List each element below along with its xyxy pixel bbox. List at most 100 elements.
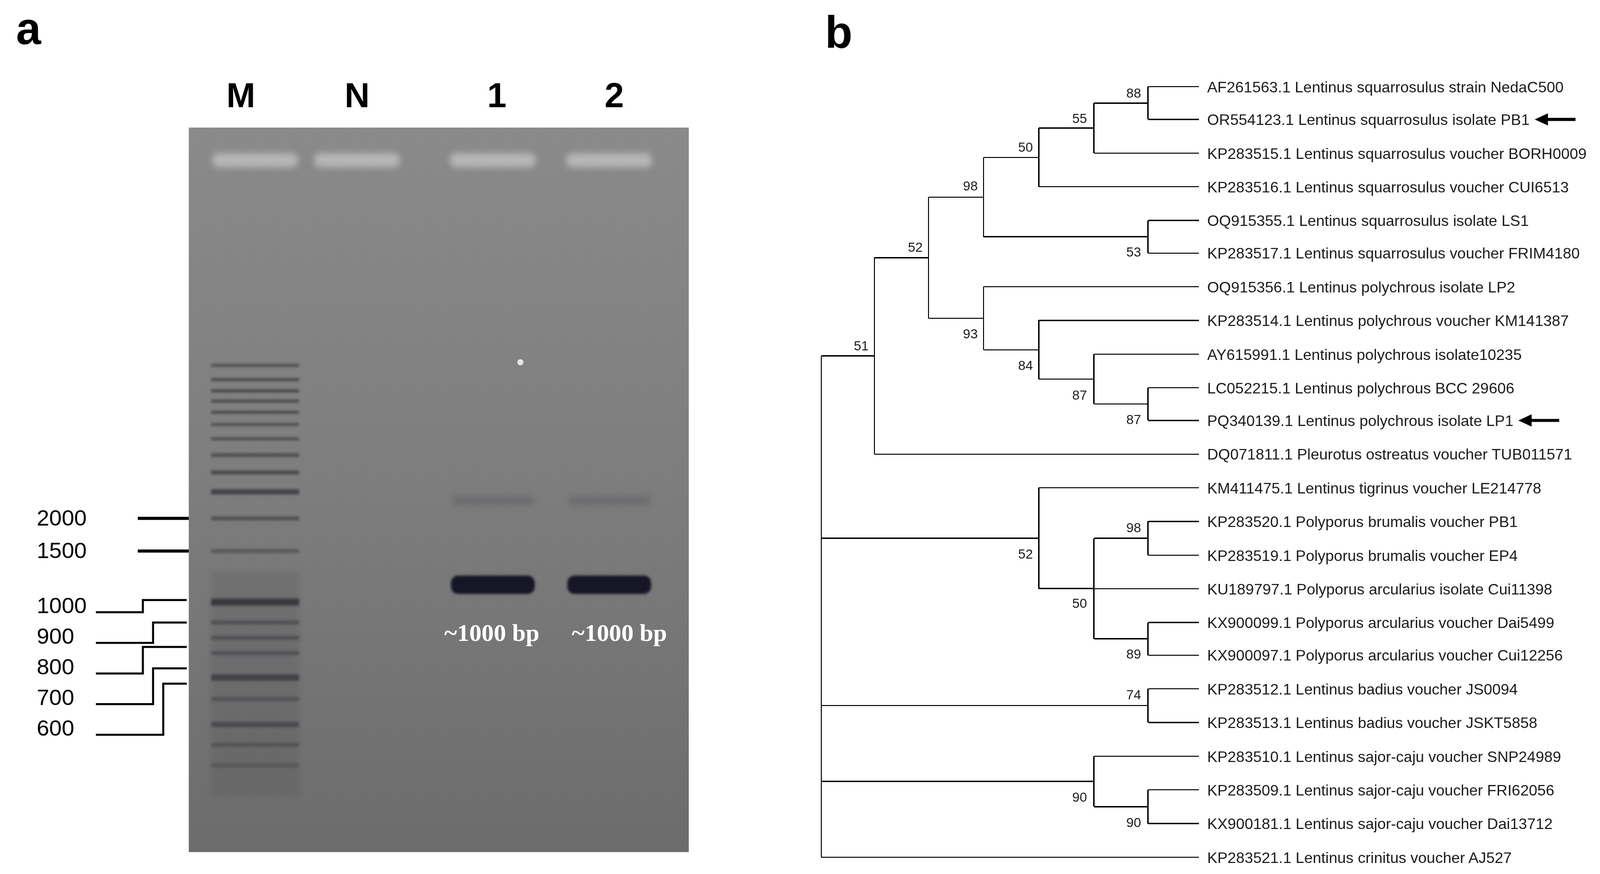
bootstrap-value: 50 (1072, 596, 1087, 610)
tree-branch (1094, 588, 1200, 590)
tree-branch (1148, 688, 1200, 690)
tree-branch (928, 196, 984, 198)
tree-node (820, 356, 822, 858)
tree-branch (1148, 520, 1200, 522)
tree-branch (1094, 637, 1149, 639)
size-marker: 700 (36, 686, 75, 710)
taxon-label: KP283509.1 Lentinus sajor-caju voucher F… (1207, 782, 1555, 798)
tree-branch (821, 355, 875, 357)
lane-label: M (226, 77, 256, 112)
tree-branch (928, 317, 984, 319)
size-marker: 1000 (36, 594, 87, 618)
marker-leader (95, 683, 187, 735)
ladder-band (211, 423, 299, 426)
pointer-arrow-head (1518, 414, 1532, 427)
marker-tick (137, 516, 190, 520)
gel-well (212, 153, 298, 168)
tree-branch (1148, 822, 1200, 824)
taxon-label: KP283517.1 Lentinus squarrosulus voucher… (1207, 245, 1580, 261)
tree-branch (821, 780, 1094, 782)
size-marker: 900 (36, 625, 75, 649)
gel-well (566, 153, 652, 168)
taxon-label: KP283516.1 Lentinus squarrosulus voucher… (1207, 179, 1569, 195)
tree-branch (1148, 621, 1200, 623)
bootstrap-value: 87 (1126, 412, 1142, 426)
tree-branch (1148, 419, 1200, 421)
bootstrap-value: 55 (1072, 111, 1087, 125)
band-size: ~1000 bp (444, 620, 540, 645)
marker-leader (95, 647, 187, 674)
taxon-label: KP283513.1 Lentinus badius voucher JSKT5… (1207, 714, 1538, 730)
taxon-label: OQ915356.1 Lentinus polychrous isolate L… (1207, 279, 1516, 295)
tree-branch (1038, 127, 1094, 129)
pointer-arrow-shaft (1544, 117, 1576, 121)
lane-label: 2 (604, 77, 624, 112)
ladder-band (211, 516, 299, 521)
bootstrap-value: 98 (1126, 520, 1142, 535)
tree-branch (1094, 755, 1200, 757)
marker-tick (137, 549, 190, 553)
tree-branch (1094, 403, 1149, 405)
tree-branch (1038, 587, 1094, 589)
tree-branch (1148, 252, 1200, 254)
panel-letter: a (16, 6, 42, 52)
gel-well (449, 153, 536, 168)
tree-branch (1094, 102, 1149, 104)
lane-label: N (344, 77, 370, 112)
ladder-smear (211, 571, 299, 796)
tree-branch (983, 349, 1039, 351)
tree-branch (1148, 721, 1200, 723)
taxon-label: KP283515.1 Lentinus squarrosulus voucher… (1207, 145, 1587, 161)
taxon-label: KP283521.1 Lentinus crinitus voucher AJ5… (1207, 849, 1512, 865)
bootstrap-value: 53 (1126, 245, 1142, 259)
pcr-band (567, 575, 651, 594)
panel-letter: b (825, 10, 853, 56)
tree-branch (1094, 152, 1200, 154)
tree-branch (1148, 554, 1200, 556)
taxon-label: KP283512.1 Lentinus badius voucher JS009… (1207, 681, 1518, 697)
tree-branch (1038, 319, 1199, 321)
bootstrap-value: 52 (1018, 547, 1033, 561)
bootstrap-value: 98 (962, 179, 978, 193)
marker-leader (95, 668, 187, 705)
ladder-band (211, 378, 299, 381)
lane-label: 1 (487, 77, 507, 112)
tree-branch (983, 286, 1199, 288)
bootstrap-value: 90 (1126, 816, 1142, 830)
tree-branch (983, 235, 1148, 237)
ladder-band (211, 410, 299, 414)
gel-well (314, 153, 401, 168)
bootstrap-value: 93 (962, 326, 978, 341)
pcr-band (450, 575, 535, 594)
faint-band (451, 495, 534, 505)
tree-branch (1148, 219, 1200, 221)
ladder-band (211, 489, 299, 495)
taxon-label: AF261563.1 Lentinus squarrosulus strain … (1207, 78, 1564, 95)
ladder-band (211, 453, 299, 458)
ladder-band (211, 363, 299, 367)
bootstrap-value: 84 (1018, 358, 1033, 372)
taxon-label: KU189797.1 Polyporus arcularius isolate … (1207, 581, 1553, 597)
ladder-band (211, 399, 299, 403)
taxon-label: OR554123.1 Lentinus squarrosulus isolate… (1207, 111, 1530, 127)
taxon-label: KM411475.1 Lentinus tigrinus voucher LE2… (1207, 480, 1542, 496)
taxon-label: KP283520.1 Polyporus brumalis voucher PB… (1207, 513, 1518, 529)
tree-branch (1038, 487, 1199, 489)
bootstrap-value: 90 (1072, 790, 1087, 804)
bootstrap-value: 50 (1018, 140, 1033, 154)
tree-branch (1148, 86, 1200, 88)
bootstrap-value: 74 (1126, 688, 1142, 702)
tree-branch (1148, 118, 1200, 120)
gel-speck (517, 358, 524, 366)
taxon-label: KX900099.1 Polyporus arcularius voucher … (1207, 615, 1555, 631)
ladder-band (211, 437, 299, 441)
size-marker: 800 (36, 656, 75, 679)
pointer-arrow-head (1534, 113, 1549, 126)
bootstrap-value: 87 (1072, 388, 1087, 402)
tree-branch (874, 257, 929, 258)
taxon-label: DQ071811.1 Pleurotus ostreatus voucher T… (1207, 446, 1573, 462)
bootstrap-value: 89 (1126, 647, 1142, 661)
marker-leader (95, 622, 187, 644)
size-marker: 600 (36, 717, 75, 740)
